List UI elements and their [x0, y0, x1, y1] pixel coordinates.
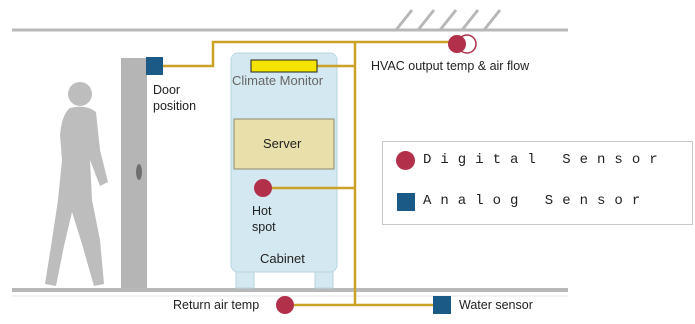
- legend-analog-label: Analog Sensor: [423, 193, 650, 209]
- hot-spot-sensor: [254, 179, 272, 197]
- hvac-label: HVAC output temp & air flow: [371, 59, 530, 73]
- server-label: Server: [263, 136, 302, 151]
- return-air-sensor: [276, 296, 294, 314]
- legend-analog-icon: [397, 193, 415, 211]
- legend: [382, 141, 693, 225]
- cabinet-label: Cabinet: [260, 251, 305, 266]
- legend-digital-label: Digital Sensor: [423, 152, 667, 168]
- door-position-sensor: [146, 57, 163, 75]
- door-wall: [121, 58, 147, 288]
- climate-monitor-display: [250, 59, 318, 73]
- legend-digital-icon: [396, 151, 415, 170]
- floor: [12, 288, 568, 292]
- water-sensor-label: Water sensor: [459, 298, 533, 312]
- door-handle: [136, 164, 142, 180]
- climate-monitor-label: Climate Monitor: [232, 73, 324, 88]
- person-silhouette: [45, 82, 108, 287]
- server-box: [233, 118, 335, 170]
- door-position-label: Door position: [153, 83, 197, 113]
- hot-spot-label: Hot spot: [252, 204, 276, 234]
- ceiling-hatch: [394, 9, 502, 31]
- return-air-label: Return air temp: [173, 298, 260, 312]
- water-sensor: [433, 296, 451, 314]
- hvac-digital-sensor: [448, 35, 466, 53]
